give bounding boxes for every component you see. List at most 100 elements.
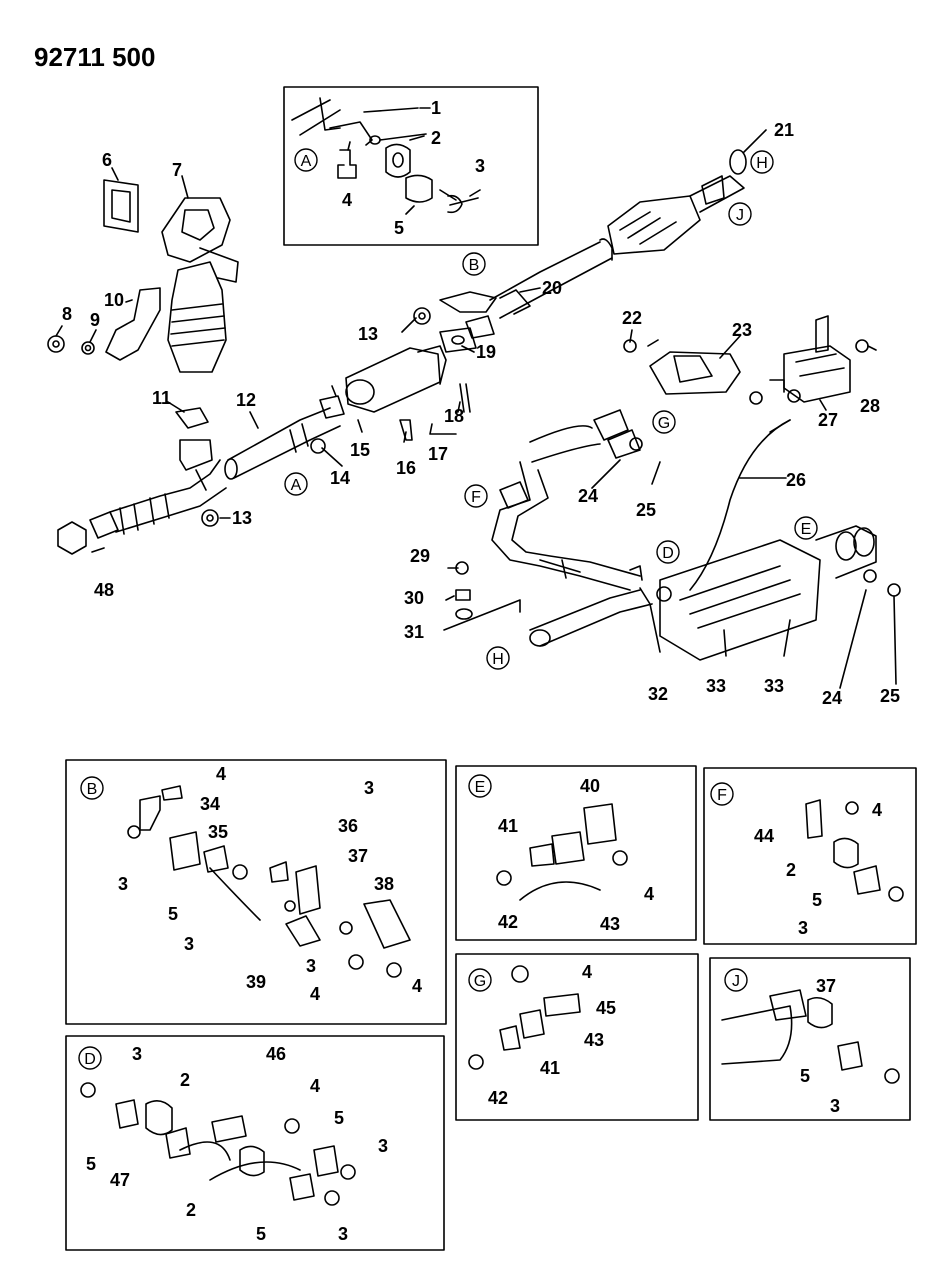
callout-48: 48 [94, 580, 114, 600]
callout-27: 27 [818, 410, 838, 430]
callout-2: 2 [431, 128, 441, 148]
callout-31: 31 [404, 622, 424, 642]
callout-8: 8 [62, 304, 72, 324]
callout-44: 44 [754, 826, 774, 846]
callout-35: 35 [208, 822, 228, 842]
callout-33b: 33 [764, 676, 784, 696]
callout-22: 22 [622, 308, 642, 328]
callout-46: 46 [266, 1044, 286, 1064]
callout-3-b1: 3 [118, 874, 128, 894]
circle-label-d1: D [662, 545, 674, 562]
circle-label-h1: H [756, 155, 768, 172]
callout-42-g: 42 [488, 1088, 508, 1108]
inset-label-g: G [474, 973, 486, 990]
callout-41-g: 41 [540, 1058, 560, 1078]
callout-3-j: 3 [830, 1096, 840, 1116]
callout-5-j: 5 [800, 1066, 810, 1086]
callout-37: 37 [348, 846, 368, 866]
circle-label-e1: E [801, 521, 812, 538]
inset-box-d [65, 1035, 445, 1251]
inset-box-g [455, 953, 699, 1121]
callout-4-b2: 4 [310, 984, 320, 1004]
callout-41: 41 [498, 816, 518, 836]
callout-45: 45 [596, 998, 616, 1018]
callout-5-b: 5 [168, 904, 178, 924]
callout-11: 11 [152, 388, 171, 408]
callout-21: 21 [774, 120, 794, 140]
callout-42: 42 [498, 912, 518, 932]
circle-label-b1: B [469, 257, 480, 274]
inset-label-j: J [732, 973, 740, 990]
callout-5-d3: 5 [256, 1224, 266, 1244]
callout-4: 4 [342, 190, 352, 210]
callout-3-b3: 3 [364, 778, 374, 798]
callout-34: 34 [200, 794, 220, 814]
callout-24b: 24 [822, 688, 842, 708]
callout-30: 30 [404, 588, 424, 608]
circle-label-j1: J [736, 207, 744, 224]
callout-14: 14 [330, 468, 350, 488]
callout-6: 6 [102, 150, 112, 170]
callout-47: 47 [110, 1170, 130, 1190]
callout-4-f: 4 [872, 800, 882, 820]
callout-20: 20 [542, 278, 562, 298]
callout-26: 26 [786, 470, 806, 490]
callout-13: 13 [358, 324, 378, 344]
callout-25b: 25 [880, 686, 900, 706]
callout-3-d2: 3 [378, 1136, 388, 1156]
callout-17: 17 [428, 444, 448, 464]
callout-3: 3 [475, 156, 485, 176]
callout-39: 39 [246, 972, 266, 992]
callout-16: 16 [396, 458, 416, 478]
figure-code: 92711 500 [34, 42, 156, 72]
callout-4-b3: 4 [412, 976, 422, 996]
callout-24: 24 [578, 486, 598, 506]
callout-40: 40 [580, 776, 600, 796]
callout-5-d2: 5 [334, 1108, 344, 1128]
callout-36: 36 [338, 816, 358, 836]
callout-5-f: 5 [812, 890, 822, 910]
callout-2-d2: 2 [186, 1200, 196, 1220]
callout-2-d1: 2 [180, 1070, 190, 1090]
callout-4-g: 4 [582, 962, 592, 982]
callout-13b: 13 [232, 508, 252, 528]
callout-37-j: 37 [816, 976, 836, 996]
circle-label-f1: F [471, 489, 481, 506]
inset-label-d: D [84, 1051, 96, 1068]
callout-5: 5 [394, 218, 404, 238]
circle-label-g1: G [658, 415, 670, 432]
callout-29: 29 [410, 546, 430, 566]
callout-43: 43 [600, 914, 620, 934]
callout-18: 18 [444, 406, 464, 426]
callout-7: 7 [172, 160, 182, 180]
inset-box-e [455, 765, 697, 941]
circle-label-h2: H [492, 651, 504, 668]
callout-4-d: 4 [310, 1076, 320, 1096]
callout-3-b2: 3 [184, 934, 194, 954]
callout-3-b4: 3 [306, 956, 316, 976]
callout-33: 33 [706, 676, 726, 696]
callout-10: 10 [104, 290, 124, 310]
callout-19: 19 [476, 342, 496, 362]
callout-4-b1: 4 [216, 764, 226, 784]
inset-label-e: E [475, 779, 486, 796]
callout-28: 28 [860, 396, 880, 416]
inset-label-b: B [87, 781, 98, 798]
callout-15: 15 [350, 440, 370, 460]
callout-25: 25 [636, 500, 656, 520]
callout-3-d3: 3 [338, 1224, 348, 1244]
callout-38: 38 [374, 874, 394, 894]
callout-3-f: 3 [798, 918, 808, 938]
circle-label-a2: A [291, 477, 302, 494]
callout-5-d1: 5 [86, 1154, 96, 1174]
inset-box-b [65, 759, 447, 1025]
callout-12: 12 [236, 390, 256, 410]
callout-9: 9 [90, 310, 100, 330]
callout-4-e: 4 [644, 884, 654, 904]
circle-label-a1: A [301, 153, 312, 170]
callout-2-f: 2 [786, 860, 796, 880]
callout-3-d1: 3 [132, 1044, 142, 1064]
inset-box-a [283, 86, 539, 246]
callout-1: 1 [431, 98, 441, 118]
